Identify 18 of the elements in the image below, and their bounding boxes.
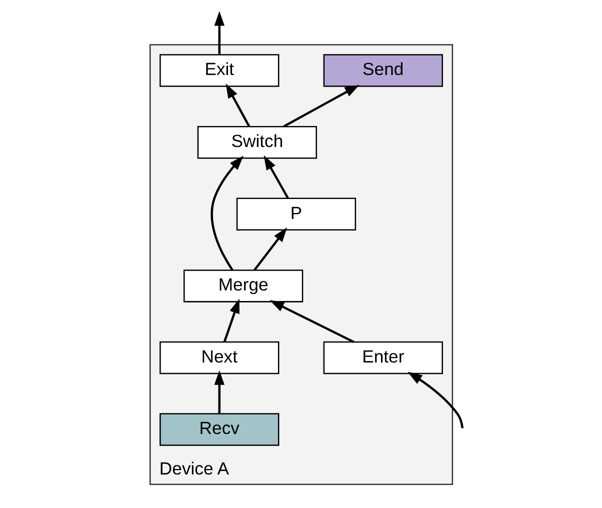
node-box: Send [322, 54, 442, 87]
arrow [222, 298, 239, 342]
node-box: Merge [183, 270, 303, 302]
arrow [225, 83, 250, 127]
arrow [214, 11, 224, 54]
arrow [214, 370, 224, 414]
arrow [263, 155, 288, 199]
node-box: Enter [322, 341, 442, 374]
node-box: Switch [196, 126, 317, 159]
node-box: Next [159, 341, 279, 374]
arrow [407, 372, 464, 428]
node-box: Exit [159, 54, 279, 87]
arrow [282, 84, 359, 128]
node-box: Recv [159, 413, 279, 446]
arrow [253, 227, 287, 271]
arrow [269, 300, 354, 343]
node-box: P [236, 198, 356, 231]
arrow [210, 156, 244, 271]
